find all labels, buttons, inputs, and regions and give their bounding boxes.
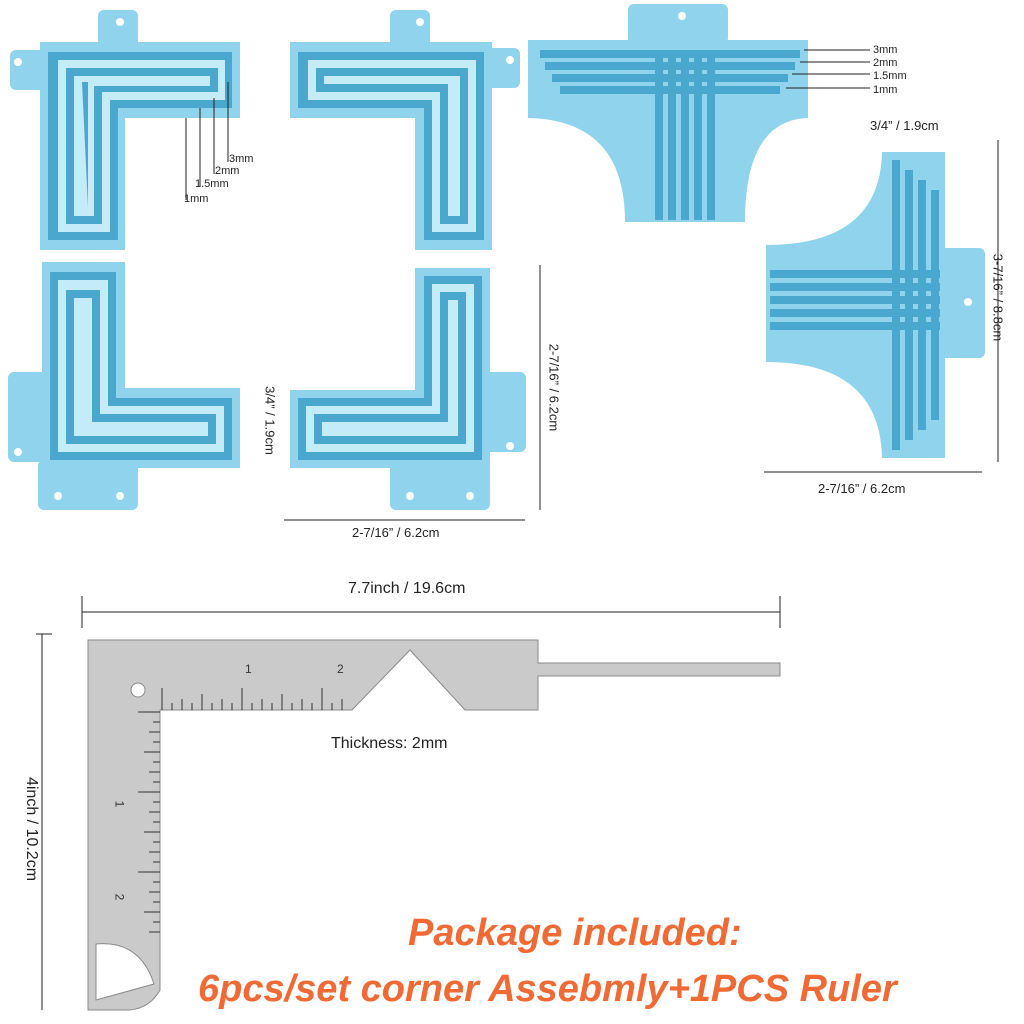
ruler-thickness-label: Thickness: 2mm bbox=[331, 735, 448, 752]
tee-thickness-label-1mm: 1mm bbox=[873, 84, 898, 96]
package-contents: 6pcs/set corner Assebmly+1PCS Ruler bbox=[198, 968, 897, 1010]
ruler-h-tick-2: 2 bbox=[337, 662, 344, 676]
corner-height-label: 3/4” / 1.9cm bbox=[262, 386, 278, 455]
tee-width-label: 2-7/16” / 6.2cm bbox=[818, 481, 906, 496]
thickness-label-2mm: 2mm bbox=[215, 165, 240, 177]
ruler-v-tick-2: 2 bbox=[112, 893, 127, 901]
corner-side-horizontal-label: 2-7/16” / 6.2cm bbox=[352, 525, 440, 540]
tee-length-label: 3-7/16” / 8.8cm bbox=[990, 253, 1006, 342]
tee-thickness-label-3mm: 3mm bbox=[873, 44, 898, 56]
ruler-h-tick-1: 1 bbox=[245, 662, 252, 676]
tee-thickness-label-1-5mm: 1.5mm bbox=[873, 70, 907, 82]
thickness-label-1mm: 1mm bbox=[184, 193, 209, 205]
thickness-label-1-5mm: 1.5mm bbox=[195, 178, 229, 190]
ruler-v-tick-1: 1 bbox=[112, 800, 127, 808]
package-heading: Package included: bbox=[408, 912, 742, 954]
tee-thickness-label-2mm: 2mm bbox=[873, 57, 898, 69]
corner-side-vertical-label: 2-7/16” / 6.2cm bbox=[546, 343, 562, 432]
tee-height-label: 3/4” / 1.9cm bbox=[870, 118, 939, 133]
thickness-label-3mm: 3mm bbox=[229, 153, 254, 165]
ruler-height-label: 4inch / 10.2cm bbox=[23, 776, 40, 882]
ruler-length-label: 7.7inch / 19.6cm bbox=[348, 580, 466, 597]
